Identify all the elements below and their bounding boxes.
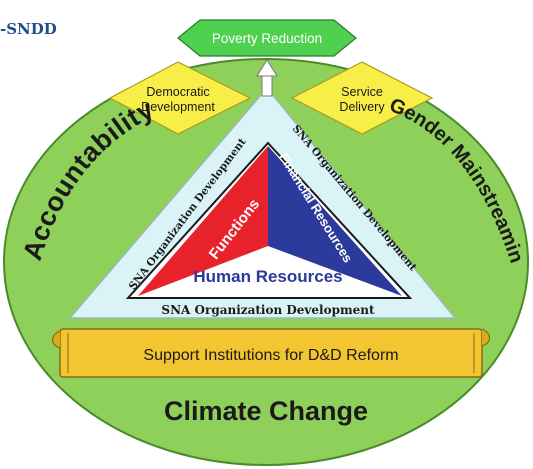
service-delivery-diamond <box>290 61 434 135</box>
support-banner-label: Support Institutions for D&D Reform <box>143 347 398 364</box>
climate-change-label: Climate Change <box>164 396 368 426</box>
democratic-development-diamond <box>108 61 252 135</box>
functions-region <box>138 146 268 296</box>
democratic-line-2: Development <box>141 100 215 114</box>
sna-base-label: SNA Organization Development <box>161 303 375 317</box>
poverty-reduction-label: Poverty Reduction <box>212 31 322 46</box>
service-line-1: Service <box>341 85 383 99</box>
service-line-2: Delivery <box>339 100 385 114</box>
poverty-reduction-box <box>177 19 357 57</box>
arrow-up-icon <box>256 59 278 97</box>
democratic-line-1: Democratic <box>146 85 209 99</box>
header-fragment: -SNDD <box>0 20 57 38</box>
support-banner <box>51 328 491 378</box>
human-resources-label: Human Resources <box>193 267 342 286</box>
financial-resources-region <box>268 146 402 296</box>
